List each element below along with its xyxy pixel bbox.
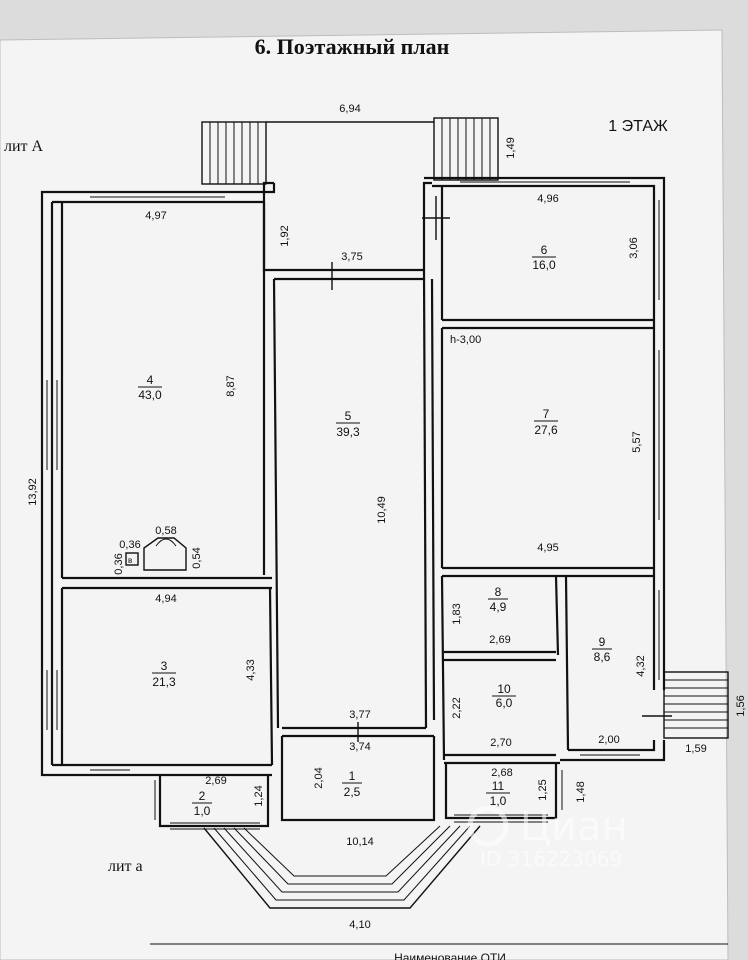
dim-room2-width: 2,69 (205, 775, 226, 787)
room-5-number: 5 (345, 409, 352, 423)
cian-watermark: Циан ID 316223069 (467, 804, 628, 871)
dim-room4-length: 8,87 (225, 375, 237, 396)
room-9-area: 8,6 (594, 650, 611, 664)
plan-title: 6. Поэтажный план (255, 34, 450, 59)
room-labels: 4 43,0 5 39,3 6 16,0 7 27,6 3 21,3 8 4,9… (138, 243, 612, 818)
dim-top-porch-depth: 1,49 (505, 137, 517, 158)
room-10-number: 10 (497, 682, 511, 696)
room-7-number: 7 (543, 407, 550, 421)
dim-vestibule-depth: 1,92 (279, 225, 291, 246)
room-11-area: 1,0 (490, 794, 507, 808)
stove-symbol: в (125, 537, 187, 571)
floor-label: 1 ЭТАЖ (608, 118, 668, 135)
dim-room5-bottom: 3,77 (349, 709, 370, 721)
dim-stove-width: 0,58 (155, 525, 176, 537)
cian-logo-icon (467, 805, 509, 847)
dim-room10-width: 2,70 (490, 737, 511, 749)
dim-right-porch-width: 1,59 (685, 743, 706, 755)
dim-room1-depth: 2,04 (313, 767, 325, 788)
front-porch-steps (203, 825, 481, 909)
dim-room11-width: 2,68 (491, 767, 512, 779)
room-6-number: 6 (541, 243, 548, 257)
room-6-area: 16,0 (532, 258, 556, 272)
right-porch-steps (642, 671, 729, 739)
room-1-number: 1 (349, 769, 356, 783)
watermark-brand: Циан (520, 804, 628, 850)
dim-room7-width: 4,95 (537, 542, 558, 554)
room-2-area: 1,0 (194, 804, 211, 818)
dim-vestibule-width: 3,75 (341, 251, 362, 263)
room-2-number: 2 (199, 789, 206, 803)
room-1-area: 2,5 (344, 785, 361, 799)
dim-right-porch-depth: 1,56 (735, 695, 747, 716)
watermark-id: ID 316223069 (480, 847, 622, 871)
dim-stove-small-a: 0,36 (119, 539, 140, 551)
dim-room10-depth: 2,22 (451, 697, 463, 718)
top-porch-steps (201, 117, 499, 185)
room-5-area: 39,3 (336, 425, 360, 439)
room-10-area: 6,0 (496, 696, 513, 710)
dim-overall-height: 13,92 (27, 478, 39, 506)
dim-room7-depth: 5,57 (631, 431, 643, 452)
dim-room9-depth: 4,32 (635, 655, 647, 676)
dim-bottom-overall: 10,14 (346, 836, 374, 848)
room-3-number: 3 (161, 659, 168, 673)
dim-room11-depth: 1,25 (537, 779, 549, 800)
room-3-area: 21,3 (152, 675, 176, 689)
room-4-area: 43,0 (138, 388, 162, 402)
room-8-number: 8 (495, 585, 502, 599)
dimension-labels: 6,94 1,49 13,92 4,97 8,87 1,92 3,75 4,96… (27, 103, 747, 931)
dim-stove-small-b: 0,36 (113, 553, 125, 574)
door-markers (331, 196, 450, 742)
dim-room1-width: 3,74 (349, 741, 370, 753)
dim-top-porch-width: 6,94 (339, 103, 360, 115)
dim-room4-width: 4,97 (145, 210, 166, 222)
paper-sheet (0, 29, 729, 960)
dim-room6-width: 4,96 (537, 193, 558, 205)
room-7-area: 27,6 (534, 423, 558, 437)
dim-room8-width: 2,69 (489, 634, 510, 646)
lit-main-label: лит А (4, 138, 44, 155)
dim-room5-length: 10,49 (376, 496, 388, 524)
dim-stove-depth: 0,54 (191, 547, 203, 568)
room-8-area: 4,9 (490, 600, 507, 614)
dim-room3-depth: 4,33 (245, 659, 257, 680)
room-4-number: 4 (147, 373, 154, 387)
dim-room9-width: 2,00 (598, 734, 619, 746)
ceiling-height-note: h-3,00 (450, 334, 481, 346)
dim-room3-width: 4,94 (155, 593, 176, 605)
room-11-number: 11 (492, 779, 505, 793)
dim-room6-depth: 3,06 (628, 237, 640, 258)
footer-fragment: Наименование ОТИ (394, 951, 506, 960)
room-9-number: 9 (599, 635, 606, 649)
dim-bottom-porch: 4,10 (349, 919, 370, 931)
dim-room8-depth: 1,83 (451, 603, 463, 624)
outer-walls (40, 176, 666, 777)
lit-annex-label: лит а (108, 858, 143, 875)
interior-walls (60, 186, 654, 828)
svg-text:в: в (128, 556, 132, 565)
dim-annex-right-depth: 1,48 (575, 781, 587, 802)
dim-room2-depth: 1,24 (253, 785, 265, 806)
